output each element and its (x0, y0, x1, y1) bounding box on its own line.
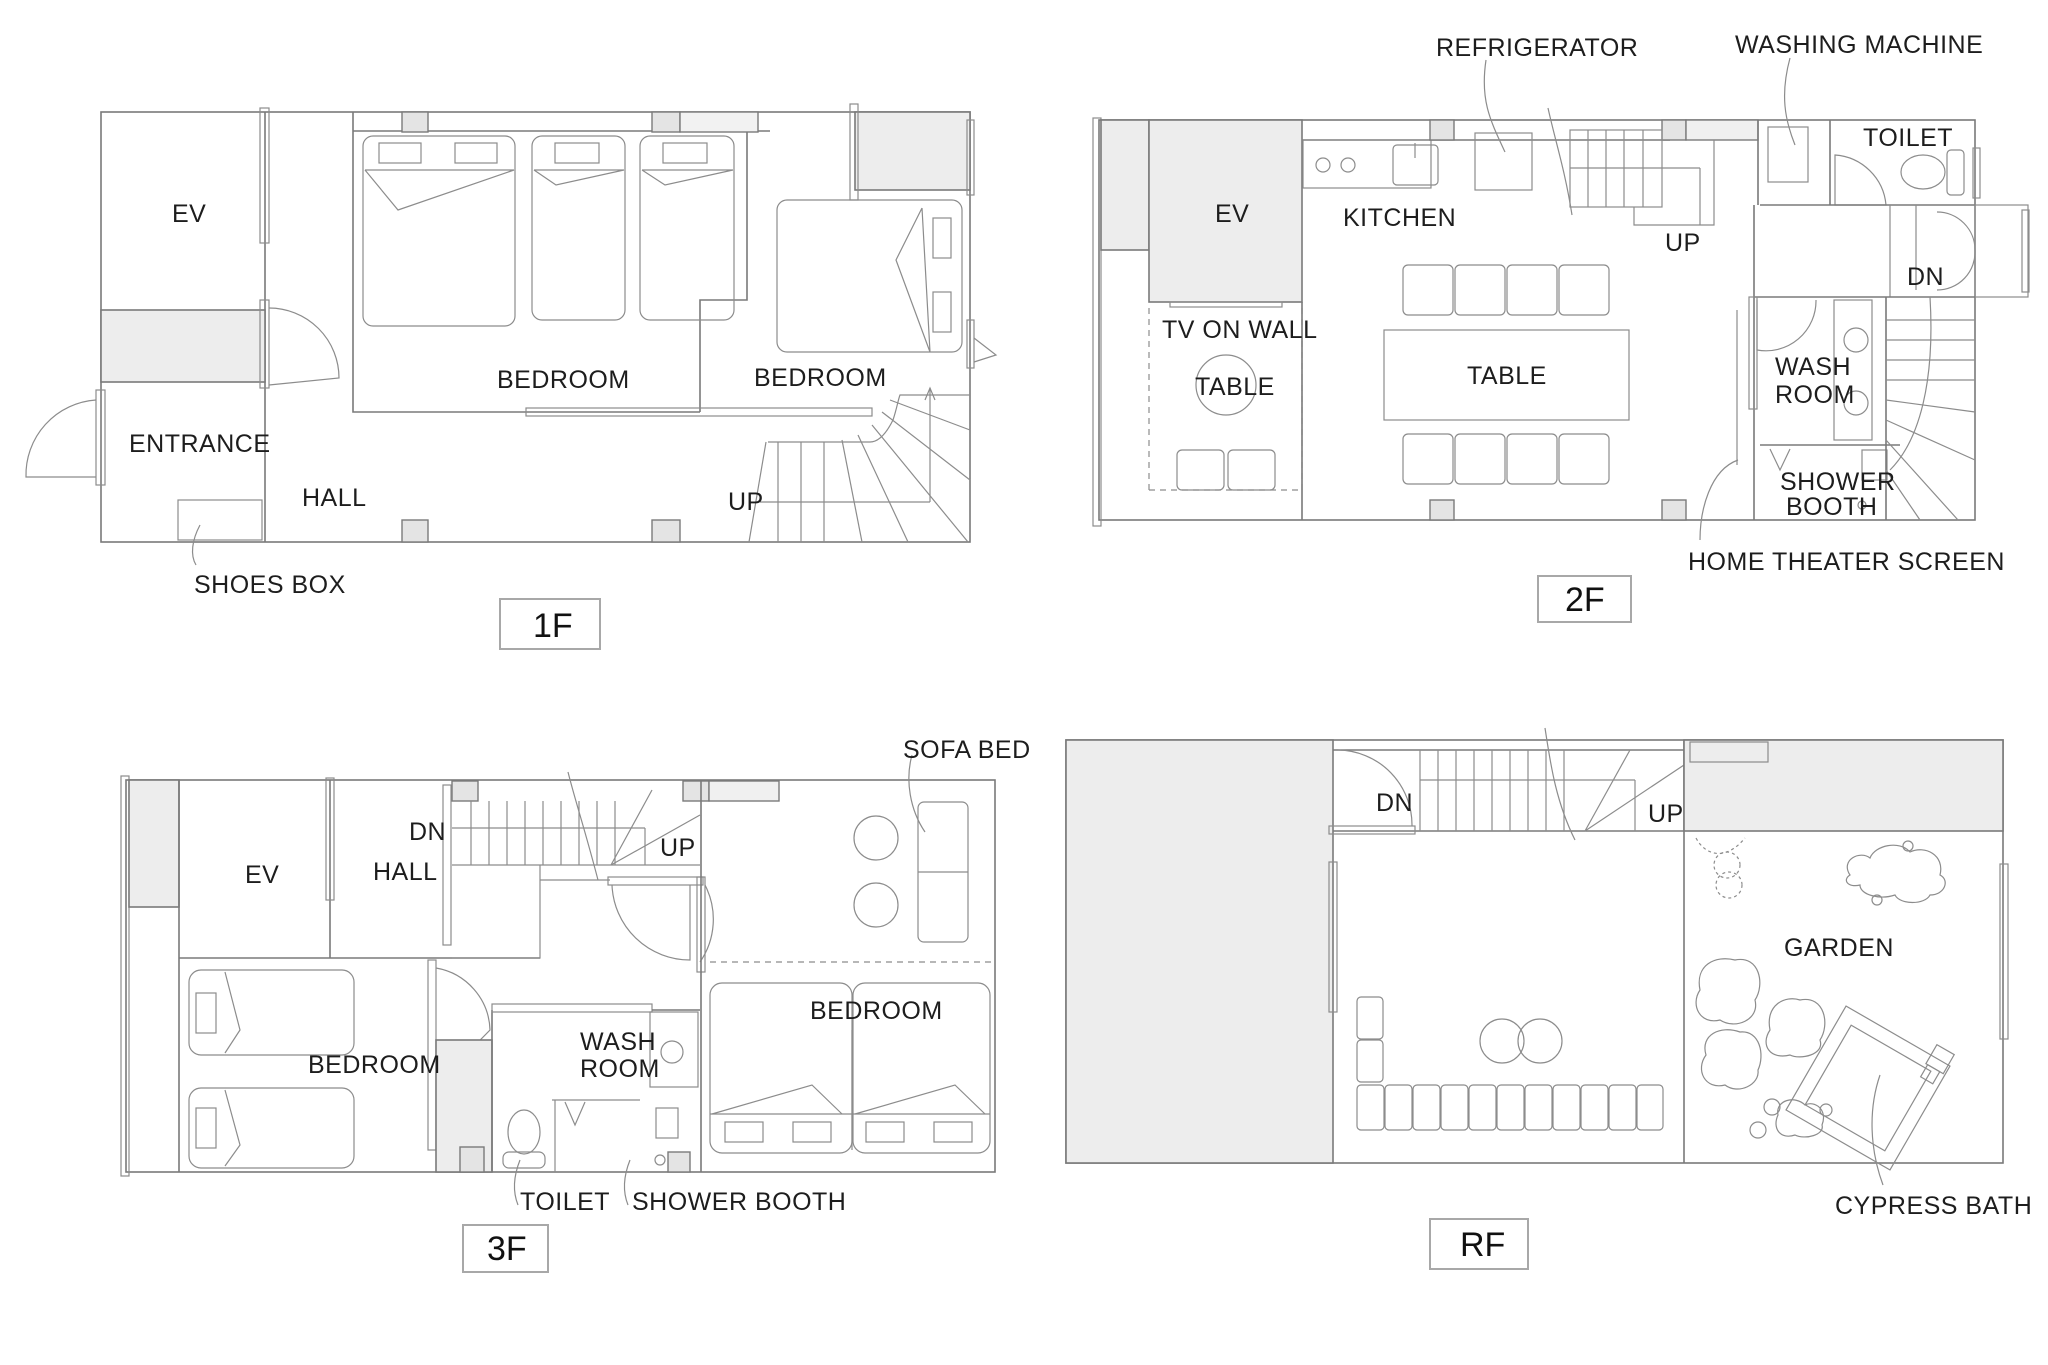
dining-table (1383, 329, 1630, 421)
room-label-wash: WASH (580, 1028, 656, 1056)
room-label-ev: EV (172, 200, 206, 228)
room-label-ev: EV (245, 861, 279, 889)
room-label-wash: WASH (1775, 353, 1851, 381)
garden-plants (1695, 837, 1946, 1139)
lounge-sofa (1356, 996, 1664, 1131)
callout-toilet: TOILET (520, 1188, 610, 1216)
label-dining-table: TABLE (1467, 362, 1547, 390)
label-tv-on-wall: TV ON WALL (1162, 316, 1318, 344)
floor-plan-3f: EV HALL DN UP BEDROOM BEDROOM WASH ROOM … (120, 736, 1031, 1273)
floor-tag-rf: RF (1460, 1226, 1505, 1264)
stair-label-dn: DN (1376, 789, 1413, 817)
stair-rf (1419, 727, 1685, 841)
stair-label-up: UP (1648, 800, 1684, 828)
stair-3f (442, 771, 780, 959)
callout-shower-booth: SHOWER BOOTH (632, 1188, 846, 1216)
room-label-entrance: ENTRANCE (129, 430, 271, 458)
stair-2f-down (1885, 296, 1976, 521)
room-label-hall: HALL (373, 858, 438, 886)
room-label-bedroom: BEDROOM (308, 1051, 441, 1079)
shoes-box (177, 499, 263, 541)
stair-label-dn: DN (409, 818, 446, 846)
cypress-bath (1785, 1005, 1956, 1171)
room-label-shower: SHOWER (1780, 468, 1896, 496)
ev-shaft (1148, 119, 1303, 303)
stair-2f (1547, 107, 1715, 226)
stair-label-up: UP (728, 488, 764, 516)
room-label-bedroom: BEDROOM (497, 366, 630, 394)
room-label-booth: BOOTH (1786, 493, 1877, 521)
stair-label-up: UP (1665, 229, 1701, 257)
label-small-table: TABLE (1195, 373, 1275, 401)
refrigerator (1474, 132, 1533, 191)
room-label-bedroom: BEDROOM (810, 997, 943, 1025)
void-roof (1065, 739, 1334, 1164)
callout-refrigerator: REFRIGERATOR (1436, 34, 1638, 62)
dining-set (1383, 264, 1630, 485)
room-label-kitchen: KITCHEN (1343, 204, 1456, 232)
callout-sofa-bed: SOFA BED (903, 736, 1031, 764)
floor-plan-rf: DN UP GARDEN CYPRESS BATH RF (1065, 727, 2032, 1270)
stair-label-dn: DN (1907, 263, 1944, 291)
stair-1f (748, 386, 971, 543)
stair-label-up: UP (660, 834, 696, 862)
room-label-garden: GARDEN (1784, 934, 1894, 962)
vanity (1833, 299, 1873, 441)
room-label-ev: EV (1215, 200, 1249, 228)
ev-door-block (100, 309, 266, 383)
callout-washing-machine: WASHING MACHINE (1735, 31, 1983, 59)
callout-shoes-box: SHOES BOX (194, 571, 346, 599)
floor-tag-2f: 2F (1565, 581, 1605, 619)
washing-machine (1767, 126, 1809, 183)
callout-cypress-bath: CYPRESS BATH (1835, 1192, 2032, 1220)
floor-plan-1f: EV ENTRANCE HALL BEDROOM BEDROOM UP SHOE… (25, 103, 998, 650)
room-label-room: ROOM (580, 1055, 660, 1083)
room-label-toilet: TOILET (1863, 124, 1953, 152)
room-label-room: ROOM (1775, 381, 1855, 409)
callout-home-theater-screen: HOME THEATER SCREEN (1688, 548, 2005, 576)
floor-tag-3f: 3F (487, 1230, 527, 1268)
floor-tag-1f: 1F (533, 607, 573, 645)
room-label-hall: HALL (302, 484, 367, 512)
room-label-bedroom: BEDROOM (754, 364, 887, 392)
floor-plan-2f: EV KITCHEN TV ON WALL TABLE TABLE UP DN … (1092, 31, 2030, 623)
